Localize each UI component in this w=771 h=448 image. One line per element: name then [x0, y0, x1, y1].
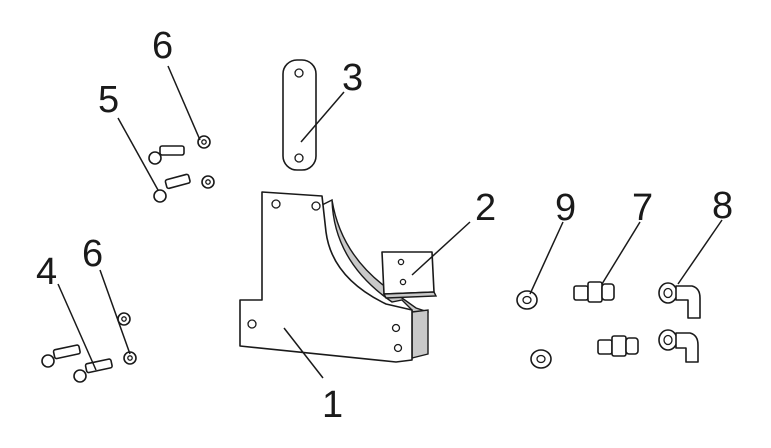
part-8-elbow-fittings — [658, 282, 701, 363]
callout-6-bottom: 6 — [82, 233, 103, 275]
part-2-small-plate — [381, 251, 438, 299]
callout-9: 9 — [555, 187, 576, 229]
part-3-link-strap — [282, 59, 317, 171]
part-7-straight-fittings — [573, 281, 639, 357]
callout-labels: 6 5 4 6 3 2 1 9 7 8 — [36, 25, 733, 426]
part-5-bolts — [148, 145, 191, 203]
part-1-main-bracket — [239, 191, 429, 363]
callout-4: 4 — [36, 251, 57, 293]
part-4-bolts — [41, 344, 113, 383]
part-6-nuts-upper — [197, 135, 215, 189]
part-6-nuts-lower — [117, 312, 137, 365]
callout-1: 1 — [322, 384, 343, 426]
callout-7: 7 — [632, 187, 653, 229]
callout-6-top: 6 — [152, 25, 173, 67]
callout-5: 5 — [98, 79, 119, 121]
callout-8: 8 — [712, 185, 733, 227]
part-9-washers — [516, 290, 552, 369]
callout-2: 2 — [475, 187, 496, 229]
callout-3: 3 — [342, 57, 363, 99]
leader-lines — [57, 65, 723, 379]
